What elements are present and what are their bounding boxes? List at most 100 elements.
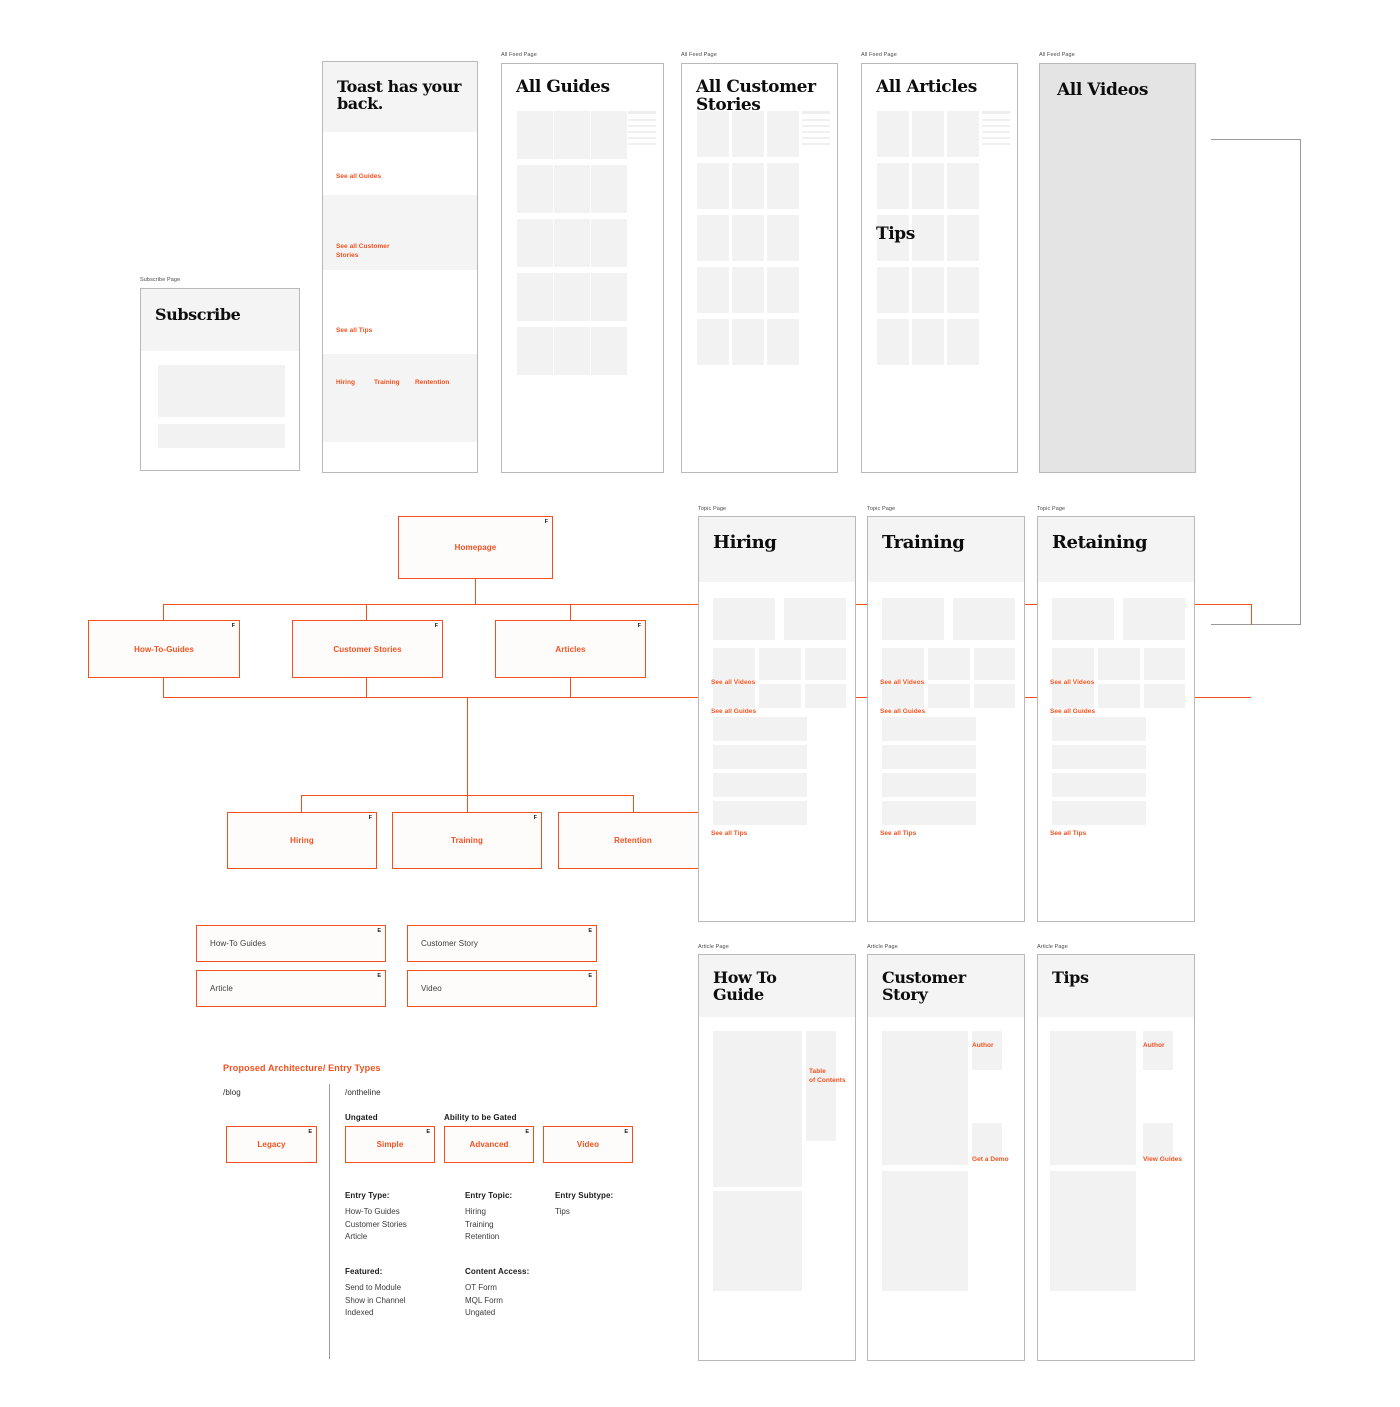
entry-box-video[interactable]: E Video bbox=[543, 1126, 633, 1163]
connector bbox=[1251, 604, 1252, 625]
link-see-all-videos[interactable]: See all Videos bbox=[711, 679, 756, 686]
link-see-all-guides[interactable]: See all Guides bbox=[336, 173, 382, 180]
placeholder-line bbox=[628, 119, 656, 121]
column-items-entry-subtype: Tips bbox=[555, 1207, 570, 1216]
link-topic-retention[interactable]: Rentention bbox=[415, 379, 450, 386]
placeholder-block bbox=[158, 424, 285, 448]
link-see-all-tips[interactable]: See all Tips bbox=[880, 830, 917, 837]
placeholder-row bbox=[713, 801, 807, 825]
wireframe-all-videos[interactable]: All Videos bbox=[1039, 63, 1196, 473]
placeholder-card bbox=[953, 598, 1015, 640]
link-view-guides[interactable]: View Guides bbox=[1143, 1156, 1183, 1163]
node-label: Homepage bbox=[454, 543, 497, 552]
link-see-all-tips[interactable]: See all Tips bbox=[1050, 830, 1087, 837]
subscribe-title: Subscribe bbox=[155, 305, 241, 324]
connector bbox=[475, 579, 476, 605]
placeholder-row bbox=[713, 773, 807, 797]
connector bbox=[301, 795, 302, 812]
node-label: Customer Stories bbox=[333, 644, 402, 654]
entity-box-video[interactable]: E Video bbox=[407, 970, 597, 1007]
wireframe-topic-retaining[interactable]: Retaining See all Videos See all Guides … bbox=[1037, 516, 1195, 922]
link-see-all-guides[interactable]: See all Guides bbox=[1050, 708, 1096, 715]
wireframe-topic-training[interactable]: Training See all Videos See all Guides S… bbox=[867, 516, 1025, 922]
wireframe-all-customer-stories[interactable]: All Customer Stories bbox=[681, 63, 838, 473]
wireframe-homepage[interactable]: Toast has your back. See all Guides See … bbox=[322, 61, 478, 473]
placeholder-card bbox=[947, 267, 979, 313]
sitemap-node-articles[interactable]: F Articles bbox=[495, 620, 646, 678]
column-items-entry-type: How-To Guides Customer Stories Article bbox=[345, 1207, 407, 1242]
entity-box-article[interactable]: E Article bbox=[196, 970, 386, 1007]
topic-hero bbox=[1038, 517, 1194, 582]
placeholder-body bbox=[713, 1191, 802, 1291]
placeholder-card bbox=[591, 273, 627, 321]
placeholder-card bbox=[947, 215, 979, 261]
link-author[interactable]: Author bbox=[972, 1042, 994, 1049]
all-articles-subtitle-tips: Tips bbox=[876, 224, 915, 244]
topic-hiring-title: Hiring bbox=[713, 532, 777, 553]
wireframe-all-guides[interactable]: All Guides bbox=[501, 63, 664, 473]
link-see-all-guides[interactable]: See all Guides bbox=[711, 708, 757, 715]
placeholder-card bbox=[882, 598, 944, 640]
badge-entity: E bbox=[624, 1129, 628, 1135]
wireframe-topic-hiring[interactable]: Hiring See all Videos See all Guides See… bbox=[698, 516, 856, 922]
wireframe-all-articles[interactable]: All Articles Tips bbox=[861, 63, 1018, 473]
placeholder-card bbox=[877, 163, 909, 209]
section-title-proposed-architecture: Proposed Architecture/ Entry Types bbox=[223, 1063, 381, 1073]
caption-article-page: Article Page bbox=[698, 944, 729, 950]
placeholder-line bbox=[802, 111, 830, 114]
placeholder-card bbox=[713, 598, 775, 640]
link-topic-hiring[interactable]: Hiring bbox=[336, 379, 356, 386]
placeholder-row bbox=[713, 717, 807, 741]
entry-box-legacy[interactable]: E Legacy bbox=[226, 1126, 317, 1163]
placeholder-row bbox=[1052, 773, 1146, 797]
placeholder-card bbox=[1052, 598, 1114, 640]
placeholder-cta bbox=[1143, 1123, 1173, 1159]
sitemap-node-hiring[interactable]: F Hiring bbox=[227, 812, 377, 869]
wireframe-article-how-to-guide[interactable]: How To Guide Table of Contents bbox=[698, 954, 856, 1361]
sitemap-node-customer-stories[interactable]: F Customer Stories bbox=[292, 620, 443, 678]
placeholder-row bbox=[1052, 717, 1146, 741]
topic-training-title: Training bbox=[882, 532, 965, 553]
article-hero bbox=[1038, 955, 1194, 1017]
link-author[interactable]: Author bbox=[1143, 1042, 1165, 1049]
placeholder-line bbox=[628, 137, 656, 139]
link-see-all-tips[interactable]: See all Tips bbox=[336, 327, 373, 334]
connector bbox=[301, 795, 633, 796]
caption-all-feed-page: All Feed Page bbox=[1039, 52, 1075, 58]
link-topic-training[interactable]: Training bbox=[374, 379, 400, 386]
placeholder-card bbox=[517, 219, 553, 267]
entity-box-how-to-guides[interactable]: E How-To Guides bbox=[196, 925, 386, 962]
connector bbox=[467, 697, 468, 812]
link-table-of-contents[interactable]: Table of Contents bbox=[809, 1068, 846, 1085]
placeholder-card bbox=[713, 684, 755, 708]
sitemap-node-homepage[interactable]: F Homepage bbox=[398, 516, 553, 579]
link-see-all-guides[interactable]: See all Guides bbox=[880, 708, 926, 715]
column-items-entry-topic: Hiring Training Retention bbox=[465, 1207, 500, 1242]
link-see-all-videos[interactable]: See all Videos bbox=[880, 679, 925, 686]
link-see-all-tips[interactable]: See all Tips bbox=[711, 830, 748, 837]
sitemap-node-training[interactable]: F Training bbox=[392, 812, 542, 869]
entity-box-customer-story[interactable]: E Customer Story bbox=[407, 925, 597, 962]
sitemap-node-retention[interactable]: F Retention bbox=[558, 812, 708, 869]
placeholder-card bbox=[974, 648, 1015, 680]
sitemap-node-how-to-guides[interactable]: F How-To-Guides bbox=[88, 620, 240, 678]
entry-box-simple[interactable]: E Simple bbox=[345, 1126, 435, 1163]
entry-box-advanced[interactable]: E Advanced bbox=[444, 1126, 534, 1163]
placeholder-line bbox=[628, 143, 656, 145]
wireframe-subscribe-page[interactable]: Subscribe bbox=[140, 288, 300, 471]
placeholder-card bbox=[928, 648, 970, 680]
placeholder-card bbox=[591, 327, 627, 375]
placeholder-card bbox=[912, 267, 944, 313]
link-get-a-demo[interactable]: Get a Demo bbox=[972, 1156, 1009, 1163]
placeholder-card bbox=[767, 215, 799, 261]
section-band bbox=[323, 354, 477, 442]
badge-featured: F bbox=[637, 623, 641, 629]
article-customer-story-title: Customer Story bbox=[882, 968, 966, 1005]
wireframe-article-customer-story[interactable]: Customer Story Author Get a Demo bbox=[867, 954, 1025, 1361]
link-see-all-customer-stories[interactable]: See all Customer Stories bbox=[336, 243, 390, 260]
link-see-all-videos[interactable]: See all Videos bbox=[1050, 679, 1095, 686]
caption-all-feed-page: All Feed Page bbox=[861, 52, 897, 58]
wireframe-article-tips[interactable]: Tips Author View Guides bbox=[1037, 954, 1195, 1361]
placeholder-row bbox=[1052, 801, 1146, 825]
